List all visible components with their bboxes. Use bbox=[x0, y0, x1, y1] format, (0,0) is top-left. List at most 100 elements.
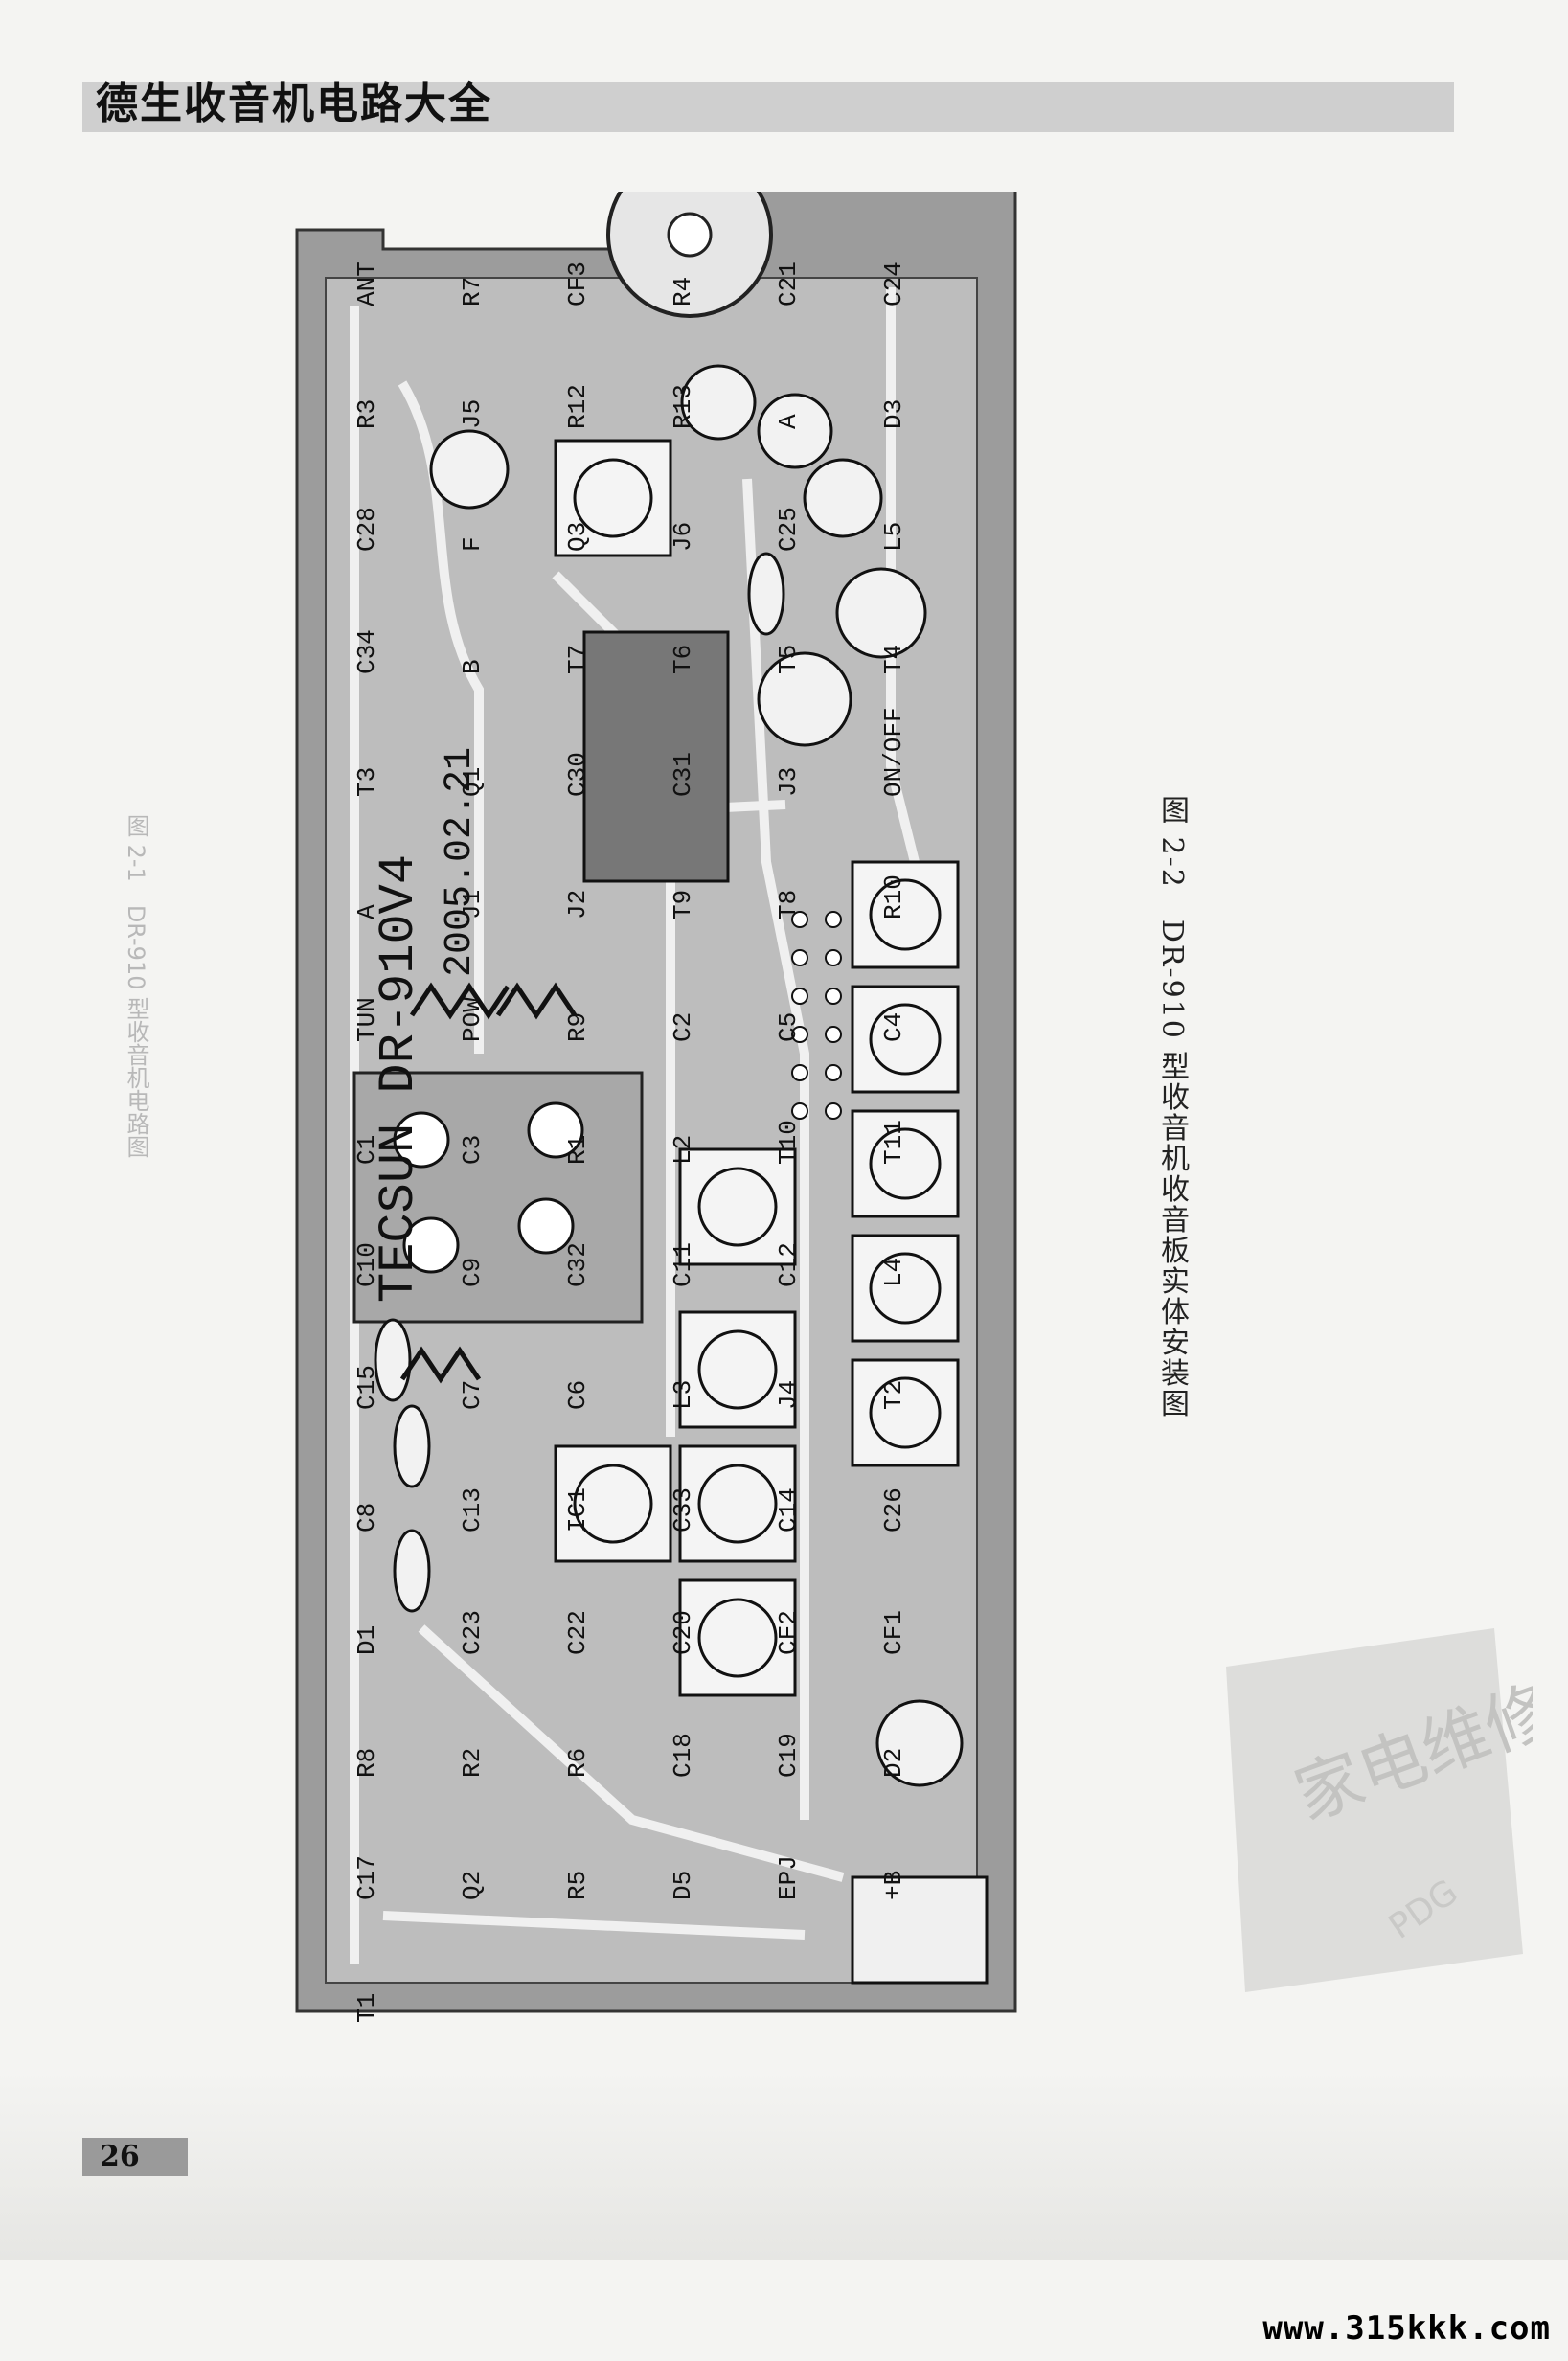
page-number: 26 bbox=[100, 2140, 140, 2173]
component-label: T10 bbox=[774, 1120, 803, 1165]
component-label: CF2 bbox=[774, 1610, 803, 1655]
component-label: T7 bbox=[563, 645, 592, 674]
ic1-chip bbox=[582, 630, 730, 883]
component-label: EPJ bbox=[774, 1855, 803, 1900]
component-label: Q1 bbox=[458, 767, 487, 797]
page-header-title: 德生收音机电路大全 bbox=[96, 79, 492, 128]
header-band bbox=[82, 82, 1454, 132]
tuning-capacitor bbox=[352, 1071, 644, 1324]
component-label: T5 bbox=[774, 645, 803, 674]
component-label: T1 bbox=[352, 1993, 381, 2023]
component-label: C28 bbox=[352, 507, 381, 552]
component-label: L4 bbox=[879, 1258, 908, 1287]
component-label: T11 bbox=[879, 1120, 908, 1165]
component-label: A bbox=[774, 414, 803, 429]
component-label: R9 bbox=[563, 1012, 592, 1042]
component-label: IC1 bbox=[563, 1487, 592, 1532]
component-label: ANT bbox=[352, 261, 381, 306]
component-label: R13 bbox=[669, 384, 697, 429]
component-label: J4 bbox=[774, 1380, 803, 1410]
component-label: C18 bbox=[669, 1733, 697, 1778]
watermark-seal: 家电维修 PDG bbox=[1226, 1628, 1533, 1992]
component-label: R8 bbox=[352, 1748, 381, 1778]
component-label: CF1 bbox=[879, 1610, 908, 1655]
component-label: C25 bbox=[774, 507, 803, 552]
component-label: R1 bbox=[563, 1135, 592, 1165]
component-label: C24 bbox=[879, 261, 908, 306]
component-label: R3 bbox=[352, 399, 381, 429]
component-label: T3 bbox=[352, 767, 381, 797]
component-label: C34 bbox=[352, 629, 381, 674]
component-label: C31 bbox=[669, 752, 697, 797]
component-label: J1 bbox=[458, 890, 487, 919]
component-label: C33 bbox=[669, 1487, 697, 1532]
component-label: C21 bbox=[774, 261, 803, 306]
component-label: C14 bbox=[774, 1487, 803, 1532]
component-label: C8 bbox=[352, 1503, 381, 1532]
component-label: J3 bbox=[774, 767, 803, 797]
component-label: D5 bbox=[669, 1871, 697, 1900]
component-label: L5 bbox=[879, 522, 908, 552]
component-label: T2 bbox=[879, 1380, 908, 1410]
bleed-through-text: 图 2-1 DR-910 型收音机电路图 bbox=[123, 814, 149, 1159]
board-marking: TECSUN DR-910V4 bbox=[371, 854, 427, 1303]
component-label: C4 bbox=[879, 1012, 908, 1042]
component-label: L2 bbox=[669, 1135, 697, 1165]
component-label: T4 bbox=[879, 645, 908, 674]
component-label: C3 bbox=[458, 1135, 487, 1165]
component-label: C1 bbox=[352, 1135, 381, 1165]
component-label: J6 bbox=[669, 522, 697, 552]
coil-slots bbox=[573, 458, 942, 1678]
component-label: C20 bbox=[669, 1610, 697, 1655]
component-label: R12 bbox=[563, 384, 592, 429]
component-label: C9 bbox=[458, 1258, 487, 1287]
component-label: T6 bbox=[669, 645, 697, 674]
page-bottom-shade bbox=[0, 2069, 1568, 2260]
component-label: C13 bbox=[458, 1487, 487, 1532]
component-label: C6 bbox=[563, 1380, 592, 1410]
component-label: F bbox=[458, 536, 487, 552]
component-label: POW bbox=[458, 997, 487, 1042]
component-label: C30 bbox=[563, 752, 592, 797]
component-label: D2 bbox=[879, 1748, 908, 1778]
component-label: J2 bbox=[563, 890, 592, 919]
component-label: L3 bbox=[669, 1380, 697, 1410]
component-label: D3 bbox=[879, 399, 908, 429]
component-label: Q2 bbox=[458, 1871, 487, 1900]
component-label: TUN bbox=[352, 997, 381, 1042]
component-label: R4 bbox=[669, 277, 697, 306]
component-label: C19 bbox=[774, 1733, 803, 1778]
component-label: C23 bbox=[458, 1610, 487, 1655]
component-label: R7 bbox=[458, 277, 487, 306]
component-label: T9 bbox=[669, 890, 697, 919]
component-label: Q3 bbox=[563, 522, 592, 552]
component-label: J5 bbox=[458, 399, 487, 429]
page-number-band bbox=[82, 2138, 188, 2176]
component-label: R2 bbox=[458, 1748, 487, 1778]
component-label: C32 bbox=[563, 1242, 592, 1287]
component-label: C26 bbox=[879, 1487, 908, 1532]
component-label: C5 bbox=[774, 1012, 803, 1042]
component-label: C11 bbox=[669, 1242, 697, 1287]
component-label: R10 bbox=[879, 874, 908, 919]
component-label: C22 bbox=[563, 1610, 592, 1655]
component-label: C7 bbox=[458, 1380, 487, 1410]
component-label: C2 bbox=[669, 1012, 697, 1042]
inductors bbox=[399, 982, 578, 1384]
component-label: CF3 bbox=[563, 261, 592, 306]
component-label: ON/OFF bbox=[879, 707, 908, 797]
figure-caption: 图 2-2 DR-910 型收音机收音板实体安装图 bbox=[1155, 795, 1189, 1419]
component-label: C15 bbox=[352, 1365, 381, 1410]
component-label: R6 bbox=[563, 1748, 592, 1778]
capacitors bbox=[374, 364, 964, 1787]
site-url: www.315kkk.com bbox=[1262, 2309, 1551, 2348]
component-label: +B bbox=[879, 1871, 908, 1900]
component-label: C12 bbox=[774, 1242, 803, 1287]
component-label: C17 bbox=[352, 1855, 381, 1900]
component-label: B bbox=[458, 659, 487, 674]
via-pads bbox=[791, 911, 842, 1120]
component-label: R5 bbox=[563, 1871, 592, 1900]
component-label: A bbox=[352, 904, 381, 919]
